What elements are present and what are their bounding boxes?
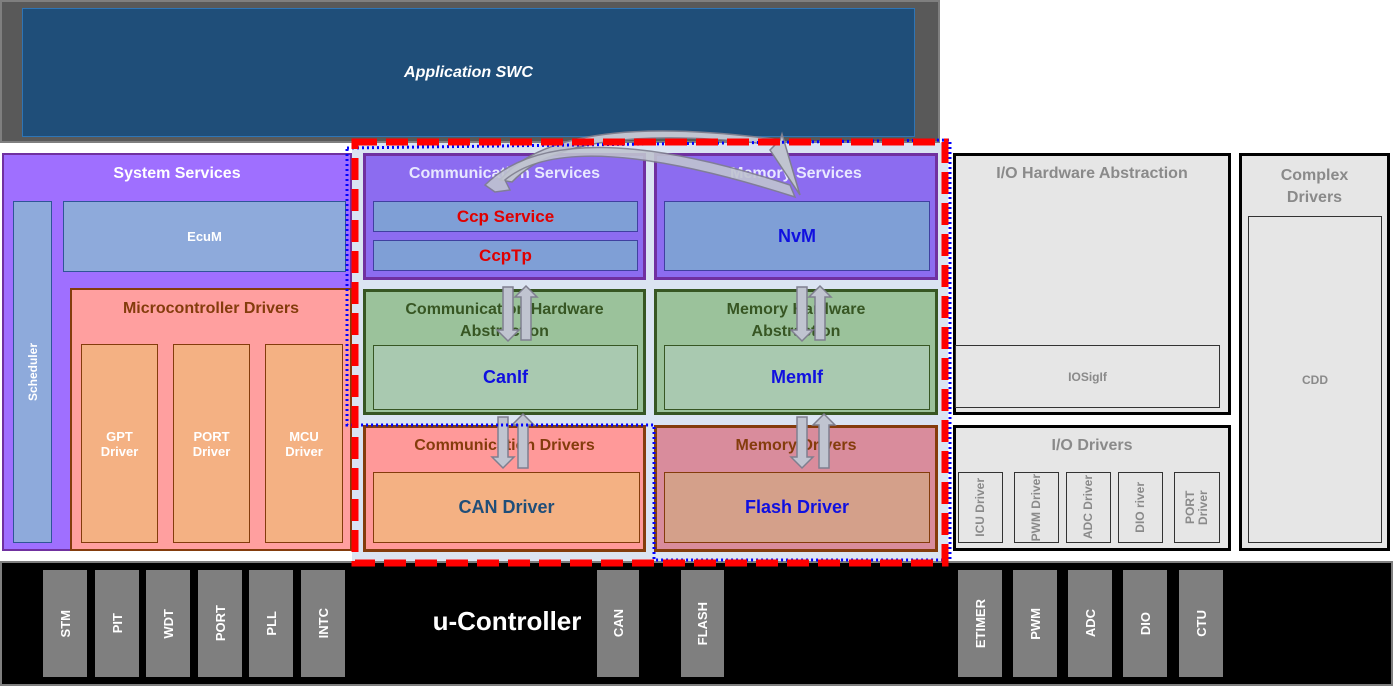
- module-pll[interactable]: PLL: [249, 570, 293, 677]
- cdd[interactable]: CDD: [1248, 216, 1382, 543]
- module-pit[interactable]: PIT: [95, 570, 139, 677]
- communication-drivers-title: Communication Drivers: [414, 437, 595, 454]
- microcontroller-label: u-Controller: [432, 606, 582, 636]
- module-dio[interactable]: DIO: [1123, 570, 1167, 677]
- microcontroller-drivers-title: Microcontroller Drivers: [122, 300, 300, 317]
- system-services-title: System Services: [113, 165, 241, 182]
- module-adc[interactable]: ADC: [1068, 570, 1112, 677]
- module-port[interactable]: PORT: [198, 570, 242, 677]
- icu-driver[interactable]: ICU Driver: [958, 472, 1003, 543]
- memory-drivers-title: Memory Drivers: [735, 437, 857, 454]
- module-flash[interactable]: FLASH: [681, 570, 724, 677]
- adc-driver[interactable]: ADC Driver: [1066, 472, 1111, 543]
- dio-driver[interactable]: DIO river: [1118, 472, 1163, 543]
- memif[interactable]: MemIf: [664, 345, 930, 410]
- module-ctu[interactable]: CTU: [1179, 570, 1223, 677]
- module-pwm[interactable]: PWM: [1013, 570, 1057, 677]
- application-swc[interactable]: Application SWC: [22, 8, 915, 137]
- canif[interactable]: CanIf: [373, 345, 638, 410]
- memory-services-title: Memory Services: [730, 165, 862, 182]
- can-driver[interactable]: CAN Driver: [373, 472, 640, 543]
- module-wdt[interactable]: WDT: [146, 570, 190, 677]
- module-stm[interactable]: STM: [43, 570, 87, 677]
- module-can[interactable]: CAN: [597, 570, 639, 677]
- module-etimer[interactable]: ETIMER: [958, 570, 1002, 677]
- gpt-driver[interactable]: GPT Driver: [81, 344, 158, 543]
- io-hw-abstraction-title: I/O Hardware Abstraction: [996, 165, 1188, 182]
- flash-driver[interactable]: Flash Driver: [664, 472, 930, 543]
- complex-drivers-title: Complex Drivers: [1280, 167, 1349, 206]
- pwm-driver[interactable]: PWM Driver: [1014, 472, 1059, 543]
- port-driver[interactable]: PORT Driver: [173, 344, 250, 543]
- module-intc[interactable]: INTC: [301, 570, 345, 677]
- port-io-driver[interactable]: PORT Driver: [1174, 472, 1220, 543]
- iosigif[interactable]: IOSigIf: [955, 345, 1220, 408]
- nvm[interactable]: NvM: [664, 201, 930, 271]
- scheduler-label: Scheduler: [25, 342, 40, 402]
- scheduler[interactable]: Scheduler: [13, 201, 52, 543]
- io-drivers-title: I/O Drivers: [1051, 437, 1133, 454]
- mcu-driver[interactable]: MCU Driver: [265, 344, 343, 543]
- memory-hw-abstraction-title: Memory Hardware Abstraction: [726, 301, 866, 340]
- communication-services-title: Communication Services: [408, 165, 601, 182]
- ccptp[interactable]: CcpTp: [373, 240, 638, 271]
- ccp-service[interactable]: Ccp Service: [373, 201, 638, 232]
- ecum[interactable]: EcuM: [63, 201, 346, 272]
- communication-hw-abstraction-title: Communication Hardware Abstraction: [405, 301, 604, 340]
